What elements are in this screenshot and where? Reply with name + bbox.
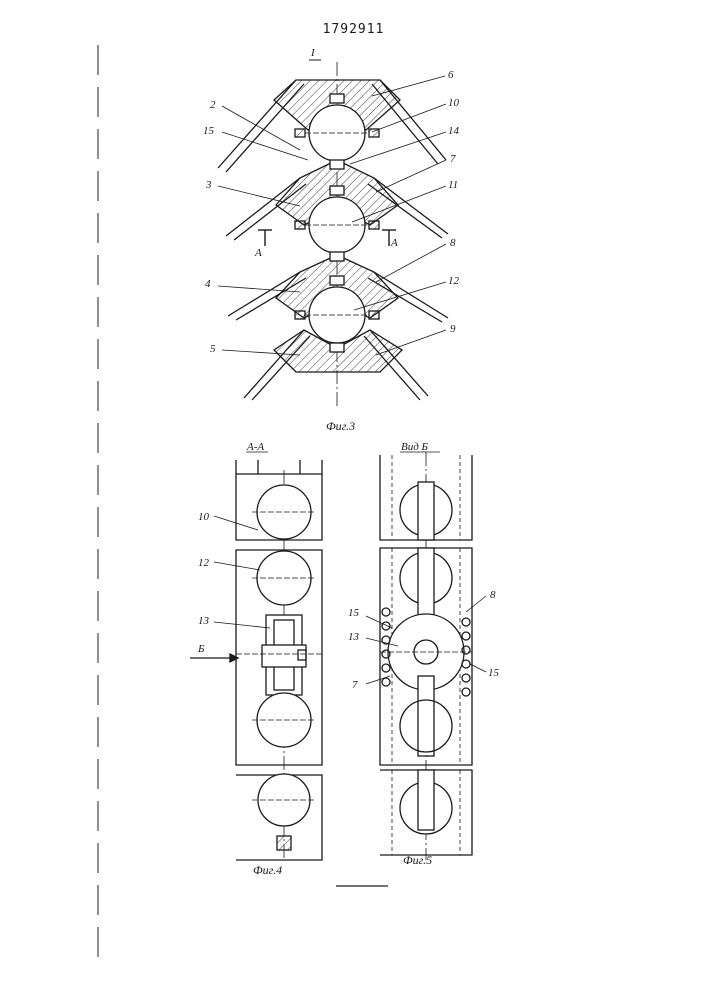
section-mark-a-left: A	[254, 247, 262, 259]
fig4-label-13: 13	[198, 615, 210, 627]
label-5: 5	[210, 343, 216, 355]
label-8: 8	[450, 237, 456, 249]
fig4-label-10: 10	[198, 511, 210, 523]
view-mark-b: Б	[197, 643, 205, 655]
label-3: 3	[205, 179, 212, 191]
label-15: 15	[203, 125, 215, 137]
fig5-label-15-right: 15	[488, 667, 500, 679]
label-10: 10	[448, 97, 460, 109]
fig5-label-7: 7	[352, 679, 358, 691]
label-roman-i: I	[310, 47, 316, 59]
label-6: 6	[448, 69, 454, 81]
figure-4-title: А-А	[246, 441, 264, 453]
fig5-label-8: 8	[490, 589, 496, 601]
figure-4-caption: Фиг.4	[253, 863, 282, 877]
section-mark-a-right: A	[390, 237, 398, 249]
figure-3	[218, 60, 448, 408]
figure-4	[190, 452, 322, 860]
fig4-label-12: 12	[198, 557, 210, 569]
figure-3-caption: Фиг.3	[326, 419, 355, 433]
fig5-label-15-left: 15	[348, 607, 360, 619]
label-7: 7	[450, 153, 456, 165]
label-4: 4	[205, 278, 211, 290]
fig5-label-13: 13	[348, 631, 360, 643]
label-11: 11	[448, 179, 458, 191]
figure-5-caption: Фиг.5	[403, 853, 432, 867]
label-2: 2	[210, 99, 216, 111]
label-14: 14	[448, 125, 460, 137]
figure-5	[366, 452, 486, 860]
label-9: 9	[450, 323, 456, 335]
label-12: 12	[448, 275, 460, 287]
figure-5-title: Вид Б	[401, 441, 429, 453]
